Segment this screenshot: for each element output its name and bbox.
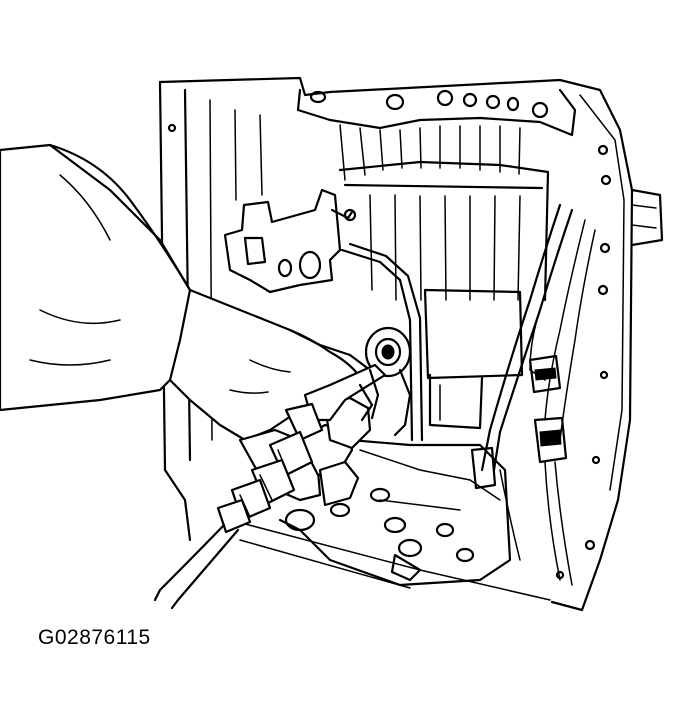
air-gun: [216, 363, 387, 534]
clutch-drum: [338, 160, 550, 430]
figure-code: G02876115: [38, 626, 151, 649]
oil-tube: [340, 242, 424, 442]
air-hose: [153, 523, 240, 610]
valve-body: [229, 438, 551, 601]
fitting-port: [364, 326, 412, 437]
arm-sleeve: [0, 143, 202, 412]
detent-bracket: [223, 188, 357, 294]
wiring-harness: [470, 203, 596, 586]
upper-plate: [296, 88, 577, 181]
